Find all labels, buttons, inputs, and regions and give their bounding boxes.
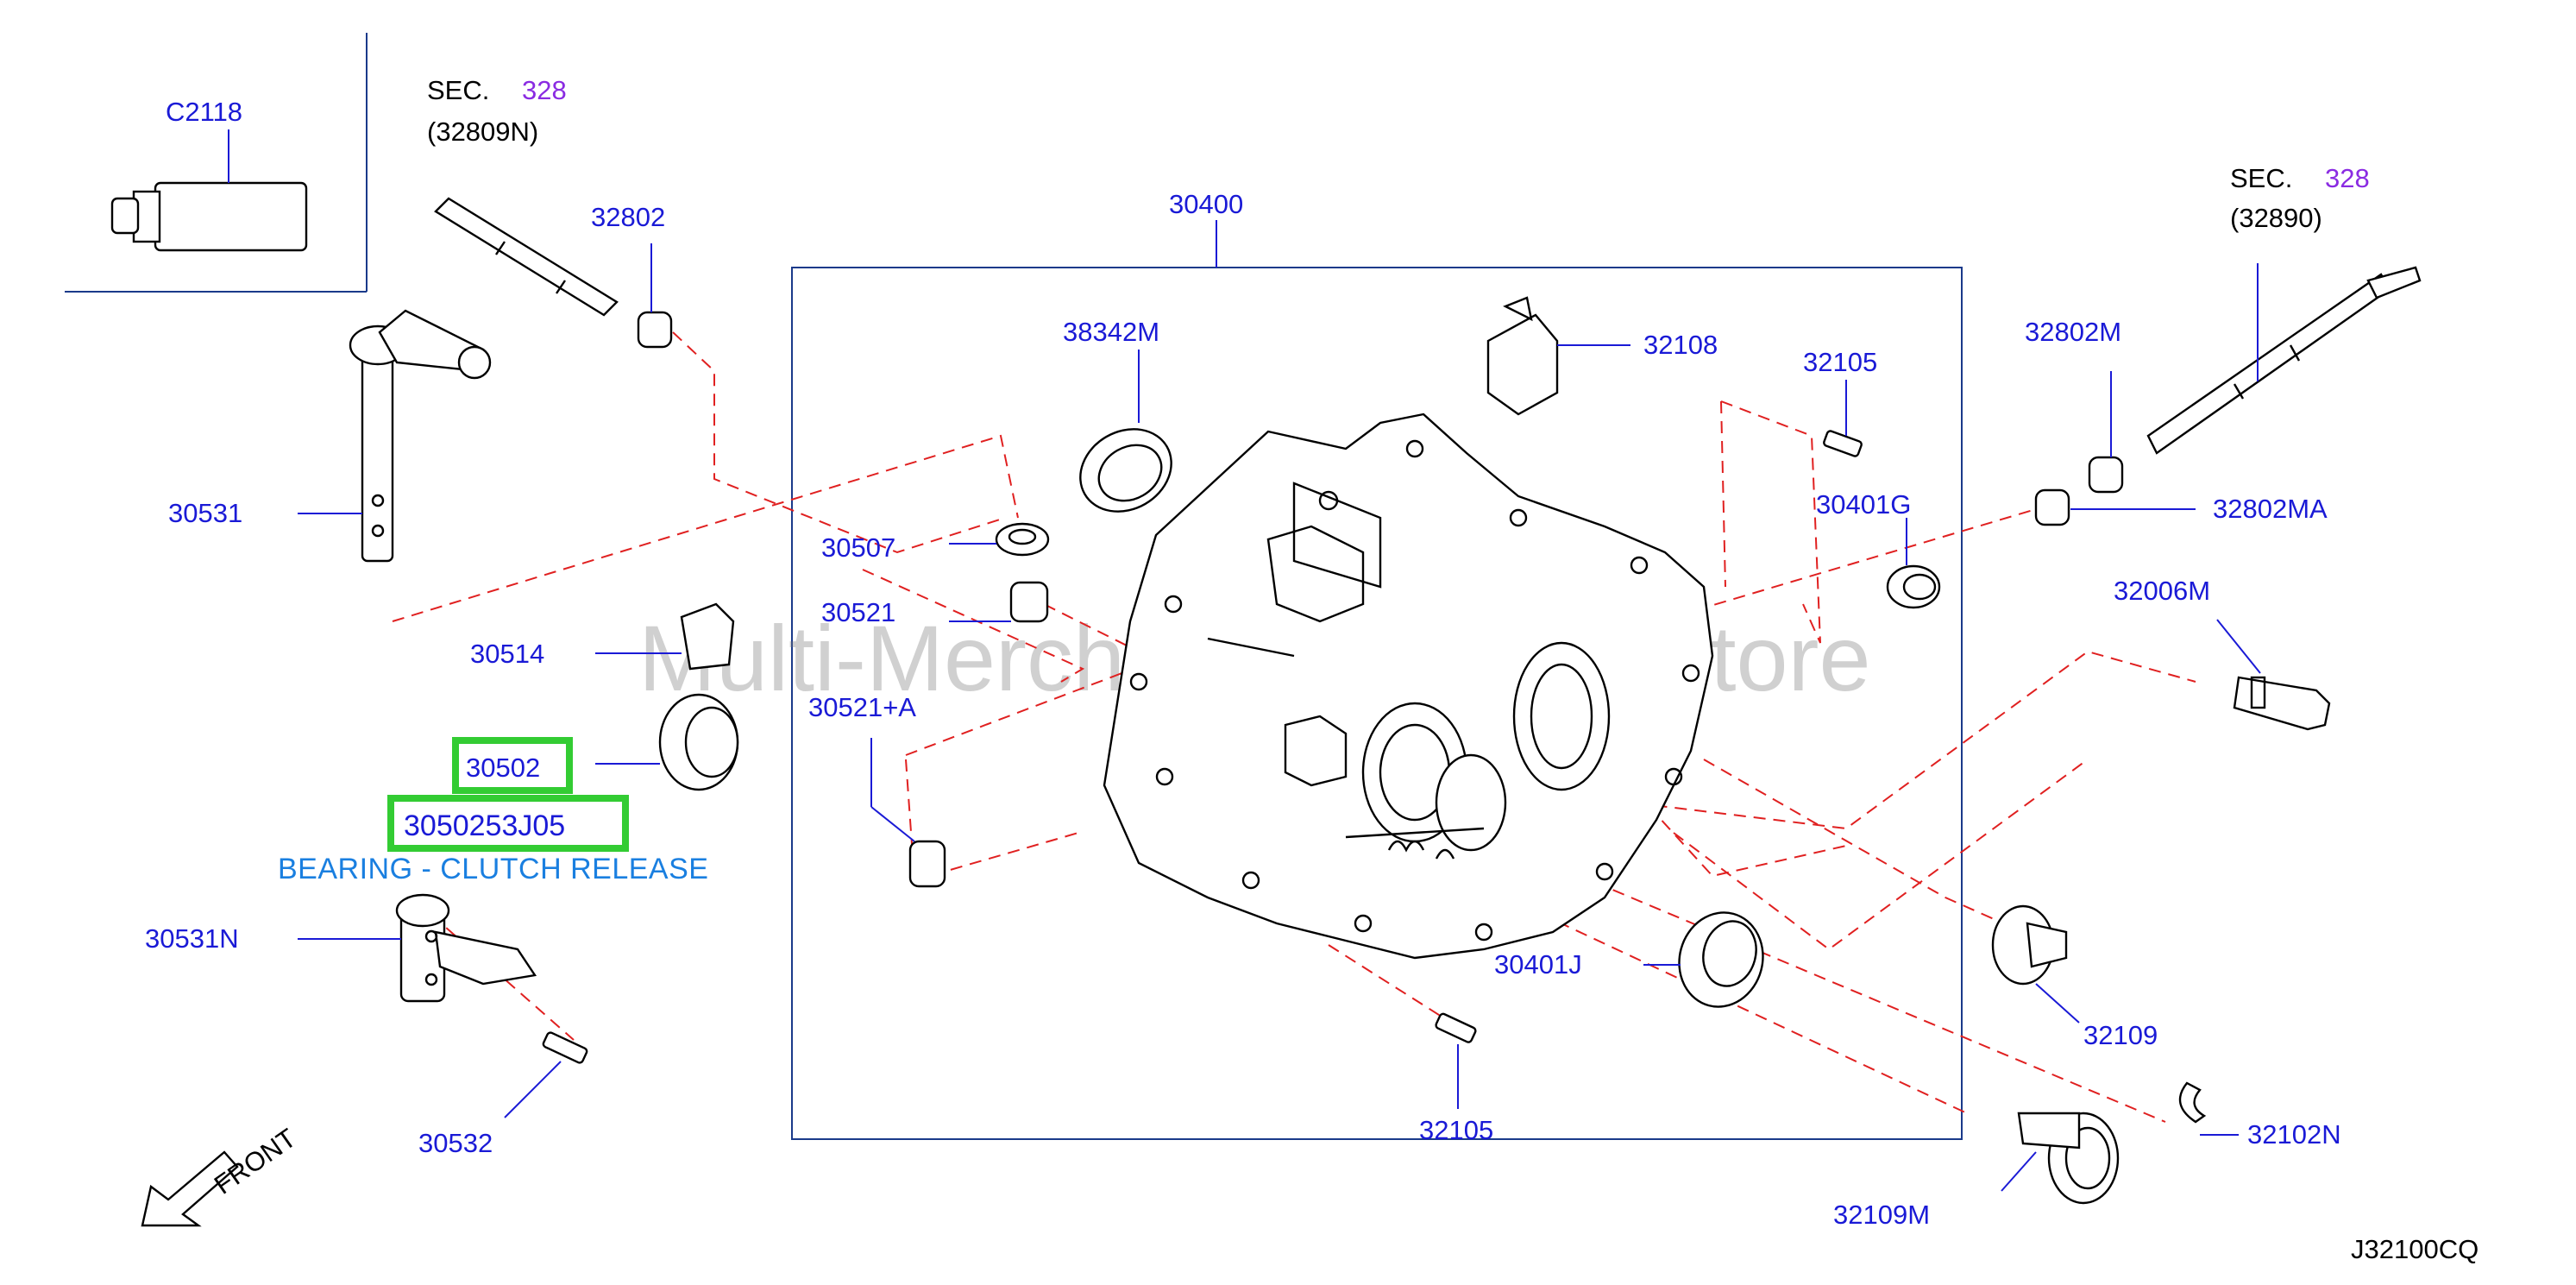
ring-30507-part[interactable] [949,522,1050,557]
lever-30531-part[interactable] [298,309,492,563]
sensor-32006m-part[interactable] [2216,619,2331,731]
pin-32105-bottom-part[interactable] [1435,1012,1477,1109]
front-label: FRONT [209,1123,302,1200]
seal-32109-part[interactable] [1991,904,2080,1024]
bushing-32802ma-part[interactable] [2034,488,2196,526]
sec-partref-right: (32890) [2230,203,2322,233]
front-arrow-icon [141,1150,239,1227]
pin-32105-top-part[interactable] [1823,380,1863,457]
label-38342m[interactable]: 38342M [1063,317,1159,347]
sec-partref-left: (32809N) [427,117,538,147]
dowel-30521-part[interactable] [949,581,1049,623]
label-c2118[interactable]: C2118 [166,97,242,127]
housing-frame [791,220,1963,1140]
clip-30514-part[interactable] [595,602,735,671]
selected-part-description: BEARING - CLUTCH RELEASE [278,853,708,885]
label-30514[interactable]: 30514 [470,639,544,669]
selected-part-number[interactable]: 3050253J05 [404,809,565,842]
label-32802ma[interactable]: 32802MA [2213,494,2328,524]
bracket-32108-part[interactable] [1486,296,1630,416]
cap-32109m-part[interactable] [2001,1112,2120,1205]
sec-label-right: SEC. [2230,163,2292,193]
sec-label-left: SEC. [427,75,489,105]
clutch-housing-30400-part[interactable] [1103,413,1714,960]
bushing-32802m-part[interactable] [2088,371,2124,494]
highlight-box-30502 [452,737,573,794]
label-32105-top[interactable]: 32105 [1803,347,1877,377]
inset-frame [65,33,368,293]
label-30401g[interactable]: 30401G [1816,489,1911,520]
seal-38342m-part[interactable] [1065,350,1186,527]
label-30401j[interactable]: 30401J [1494,949,1582,979]
fork-30531n-part[interactable] [298,893,537,1003]
label-30400[interactable]: 30400 [1169,189,1243,219]
label-32802m[interactable]: 32802M [2025,317,2121,347]
label-32102n[interactable]: 32102N [2247,1119,2341,1150]
bushing-30401g-part[interactable] [1886,518,1941,609]
label-30502[interactable]: 30502 [466,753,540,783]
label-30532[interactable]: 30532 [418,1128,493,1158]
clip-32102n-part[interactable] [2178,1081,2239,1136]
label-30521[interactable]: 30521 [821,597,895,627]
label-32109m[interactable]: 32109M [1833,1200,1930,1230]
label-30531n[interactable]: 30531N [145,923,239,954]
label-32802[interactable]: 32802 [591,202,665,232]
label-30531[interactable]: 30531 [168,498,242,528]
bearing-30502-part[interactable] [595,693,739,791]
seal-30401j-part[interactable] [1643,903,1774,1016]
sec-number-right[interactable]: 328 [2325,163,2370,193]
label-30507[interactable]: 30507 [821,532,895,563]
highlight-box-selected [387,795,629,852]
label-32006m[interactable]: 32006M [2114,576,2210,606]
diagram-code: J32100CQ [2351,1234,2479,1264]
c2118-tube-part[interactable] [110,129,308,252]
label-32108[interactable]: 32108 [1643,330,1718,360]
label-32109[interactable]: 32109 [2083,1020,2158,1050]
pin-30532-part[interactable] [504,1031,588,1118]
shaft-32890-part[interactable] [2146,263,2422,455]
sec-number-left[interactable]: 328 [522,75,567,105]
label-32105-bottom[interactable]: 32105 [1419,1115,1493,1145]
dowel-30521a-part[interactable] [870,738,946,888]
label-30521a[interactable]: 30521+A [808,692,916,722]
shaft-32809n-part[interactable] [434,197,619,317]
bushing-32802-part[interactable] [637,243,673,349]
